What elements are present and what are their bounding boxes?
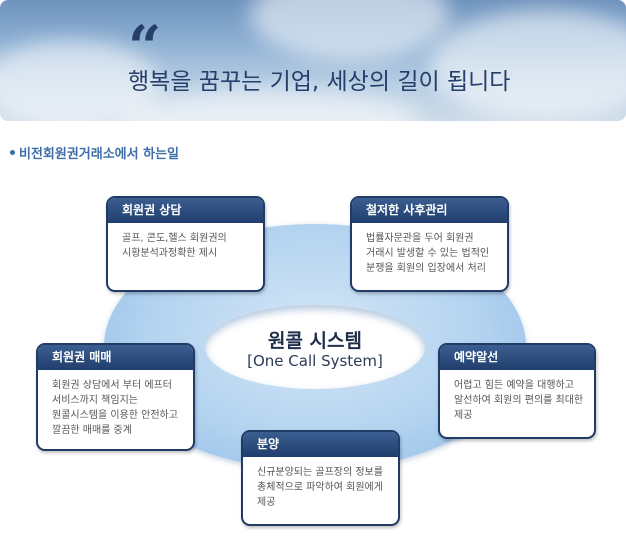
- card-trading: 회원권 매매 회원권 상담에서 부터 에프터 서비스까지 책임지는 원콜시스템을…: [36, 343, 195, 451]
- card-title: 분양: [243, 432, 398, 457]
- card-body: 법률자문관을 두어 회원권 거래시 발생할 수 있는 법적인 분쟁을 회원의 입…: [366, 233, 490, 274]
- cloud-decoration: [250, 0, 450, 60]
- card-body: 신규분양되는 골프장의 정보를 총체적으로 파악하여 회원에게 제공: [257, 467, 383, 508]
- system-core: [205, 305, 425, 389]
- card-title: 철저한 사후관리: [352, 198, 507, 223]
- card-presale: 분양 신규분양되는 골프장의 정보를 총체적으로 파악하여 회원에게 제공: [241, 430, 400, 526]
- card-title: 회원권 매매: [38, 345, 193, 370]
- center-title: 원콜 시스템: [267, 330, 362, 352]
- section-title: 비전회원권거래소에서 하는일: [19, 147, 180, 162]
- card-reservation: 예약알선 어렵고 힘든 예약을 대행하고 알선하여 회원의 편의를 최대한 제공: [438, 343, 596, 439]
- card-consulting: 회원권 상담 골프, 콘도,헬스 회원권의 시황분석과정확한 제시: [106, 196, 265, 292]
- card-title: 회원권 상담: [108, 198, 263, 223]
- card-body: 어렵고 힘든 예약을 대행하고 알선하여 회원의 편의를 최대한 제공: [454, 380, 584, 421]
- card-body: 골프, 콘도,헬스 회원권의 시황분석과정확한 제시: [122, 233, 227, 259]
- card-title: 예약알선: [440, 345, 594, 370]
- quote-mark-icon: “: [128, 13, 162, 81]
- bullet-icon: [10, 150, 15, 155]
- header-banner: “ 행복을 꿈꾸는 기업, 세상의 길이 됩니다: [0, 0, 626, 121]
- card-aftercare: 철저한 사후관리 법률자문관을 두어 회원권 거래시 발생할 수 있는 법적인 …: [350, 196, 509, 292]
- center-subtitle: [One Call System]: [247, 352, 383, 370]
- cloud-decoration: [430, 10, 626, 120]
- card-body: 회원권 상담에서 부터 에프터 서비스까지 책임지는 원콜시스템을 이용한 안전…: [52, 380, 178, 436]
- banner-title: 행복을 꿈꾸는 기업, 세상의 길이 됩니다: [128, 69, 511, 95]
